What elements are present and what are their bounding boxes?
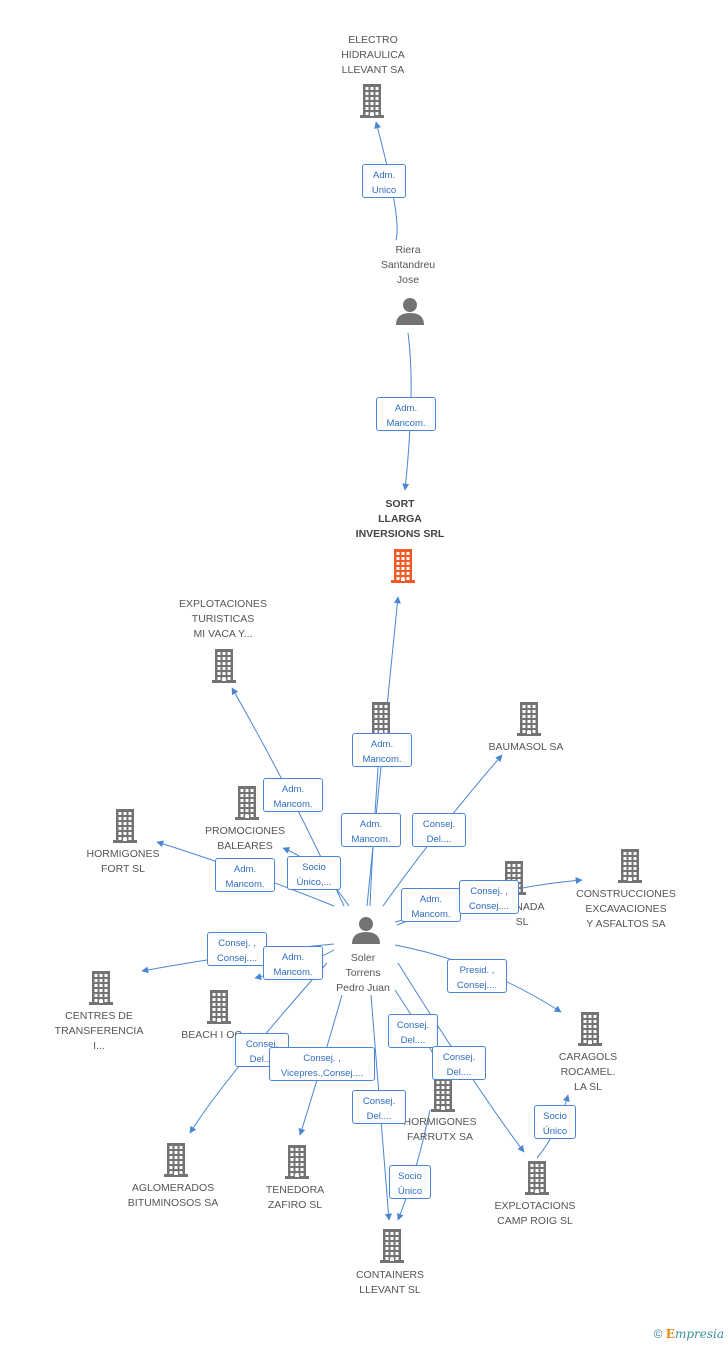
company-icon[interactable] (615, 849, 645, 888)
node-label-hormfort[interactable]: HORMIGONES FORT SL (86, 848, 160, 875)
edge-label-soler-sort[interactable]: Adm. Mancom. (352, 733, 412, 767)
copyright-symbol: © (653, 1327, 663, 1341)
edge-label-riera-electro[interactable]: Adm. Unico (362, 164, 406, 198)
node-label-tenedora[interactable]: TENEDORA ZAFIRO SL (265, 1184, 325, 1211)
copyright-notice: © Empresia (654, 1327, 724, 1341)
edge-label-riera-sort[interactable]: Adm. Mancom. (376, 397, 436, 431)
node-label-explocamp[interactable]: EXPLOTACIONS CAMP ROIG SL (494, 1200, 576, 1227)
edge-label-soler-hormfort[interactable]: Adm. Mancom. (215, 858, 275, 892)
company-icon[interactable] (282, 1145, 312, 1184)
company-icon[interactable] (377, 1229, 407, 1268)
edge-label-soler-centres[interactable]: Consej. , Consej.... (207, 932, 267, 966)
edge-label-soler-beach[interactable]: Adm. Mancom. (263, 946, 323, 980)
node-label-sort[interactable]: SORT LLARGA INVERSIONS SRL (355, 498, 445, 540)
edge-label-soler-hormfarr[interactable]: Consej. Del.... (388, 1014, 438, 1048)
edge-riera-electro (374, 121, 398, 241)
edge-label-soler-baumasol[interactable]: Consej. Del.... (412, 813, 466, 847)
company-icon[interactable] (575, 1012, 605, 1051)
edge-label-soler-caragols[interactable]: Presid. , Consej.... (447, 959, 507, 993)
node-label-construcciones[interactable]: CONSTRUCCIONES EXCAVACIONES Y ASFALTOS S… (576, 888, 676, 930)
node-label-centres[interactable]: CENTRES DE TRANSFERENCIA I... (54, 1010, 144, 1052)
person-icon[interactable] (351, 915, 381, 950)
company-icon[interactable] (86, 971, 116, 1010)
company-icon[interactable] (514, 702, 544, 741)
company-icon[interactable] (209, 649, 239, 688)
node-label-soler[interactable]: Soler Torrens Pedro Juan (336, 952, 390, 994)
company-icon[interactable] (204, 990, 234, 1029)
company-icon[interactable] (522, 1161, 552, 1200)
edge-label-soler-containers[interactable]: Consej. Del.... (352, 1090, 406, 1124)
edge-label-soler-canada[interactable]: Adm. Mancom. (401, 888, 461, 922)
node-label-riera[interactable]: Riera Santandreu Jose (380, 244, 436, 286)
edge-label-hormfarr-containers[interactable]: Socio Único (389, 1165, 431, 1199)
edge-label-explocamp-caragols[interactable]: Socio Único (534, 1105, 576, 1139)
company-icon[interactable] (357, 84, 387, 123)
edge-label-soler-explotur[interactable]: Adm. Mancom. (263, 778, 323, 812)
edge-label-soler-promociones[interactable]: Socio Único,... (287, 856, 341, 890)
node-label-explotur[interactable]: EXPLOTACIONES TURISTICAS MI VACA Y... (179, 598, 267, 640)
node-label-containers[interactable]: CONTAINERS LLEVANT SL (355, 1269, 425, 1296)
edge-label-soler-explocamp[interactable]: Consej. Del.... (432, 1046, 486, 1080)
node-label-aglomerados[interactable]: AGLOMERADOS BITUMINOSOS SA (127, 1182, 219, 1209)
company-icon[interactable] (388, 549, 418, 588)
company-icon[interactable] (161, 1143, 191, 1182)
edge-label-soler-construcciones[interactable]: Consej. , Consej.... (459, 880, 519, 914)
person-icon[interactable] (395, 296, 425, 331)
empresia-logo[interactable]: Empresia (665, 1327, 724, 1341)
node-label-hormfarr[interactable]: HORMIGONES FARRUTX SA (403, 1116, 477, 1143)
node-label-baumasol[interactable]: BAUMASOL SA (488, 741, 564, 753)
edge-label-soler-ec[interactable]: Adm. Mancom. (341, 813, 401, 847)
company-icon[interactable] (428, 1078, 458, 1117)
company-icon[interactable] (232, 786, 262, 825)
node-label-electro[interactable]: ELECTRO HIDRAULICA LLEVANT SA (341, 34, 405, 76)
company-icon[interactable] (110, 809, 140, 848)
node-label-caragols[interactable]: CARAGOLS ROCAMEL. LA SL (558, 1051, 618, 1093)
edge-label-soler-tenedora[interactable]: Consej. , Vicepres.,Consej.... (269, 1047, 375, 1081)
